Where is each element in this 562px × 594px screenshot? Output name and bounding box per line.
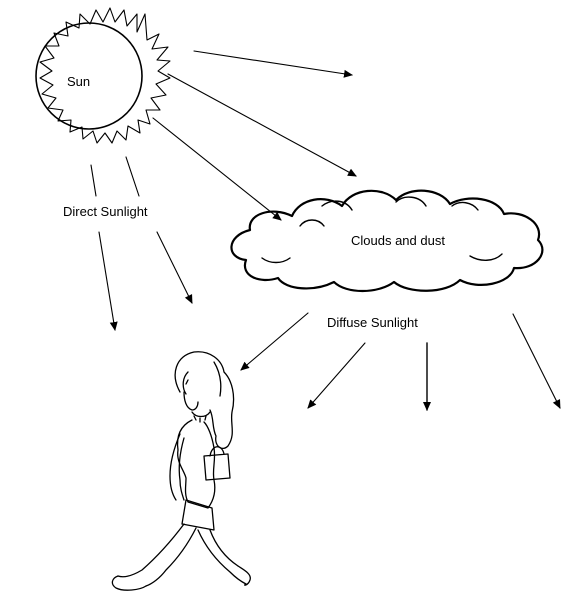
sun-label: Sun — [67, 74, 90, 89]
walking-woman-icon — [112, 352, 250, 590]
diffuse-sunlight-label: Diffuse Sunlight — [327, 315, 418, 330]
ray-arrow-to-cloud-right — [168, 74, 356, 176]
diffuse-ray-right — [513, 314, 560, 408]
woman-face — [184, 380, 198, 410]
woman-torso — [178, 420, 215, 508]
woman-hair — [175, 352, 233, 449]
direct-ray-right-lower — [157, 232, 192, 303]
direct-ray-left-upper — [91, 165, 96, 196]
diffuse-ray-to-person — [241, 313, 308, 370]
direct-sunlight-rays — [91, 157, 192, 330]
direct-sunlight-label: Direct Sunlight — [63, 204, 148, 219]
ray-arrow-right — [194, 51, 352, 75]
ray-arrow-to-cloud-left — [153, 118, 281, 220]
woman-necklace — [192, 412, 210, 422]
woman-legs — [118, 524, 246, 586]
sun-rays — [40, 8, 170, 143]
sun-rays-arrows — [153, 51, 356, 220]
handbag-icon — [204, 447, 230, 480]
cloud-label: Clouds and dust — [351, 233, 445, 248]
woman-shoes — [112, 566, 250, 590]
diffuse-ray-left — [308, 343, 365, 408]
sun-icon — [36, 8, 170, 143]
direct-ray-right-upper — [126, 157, 139, 196]
direct-ray-left-lower — [99, 232, 115, 330]
